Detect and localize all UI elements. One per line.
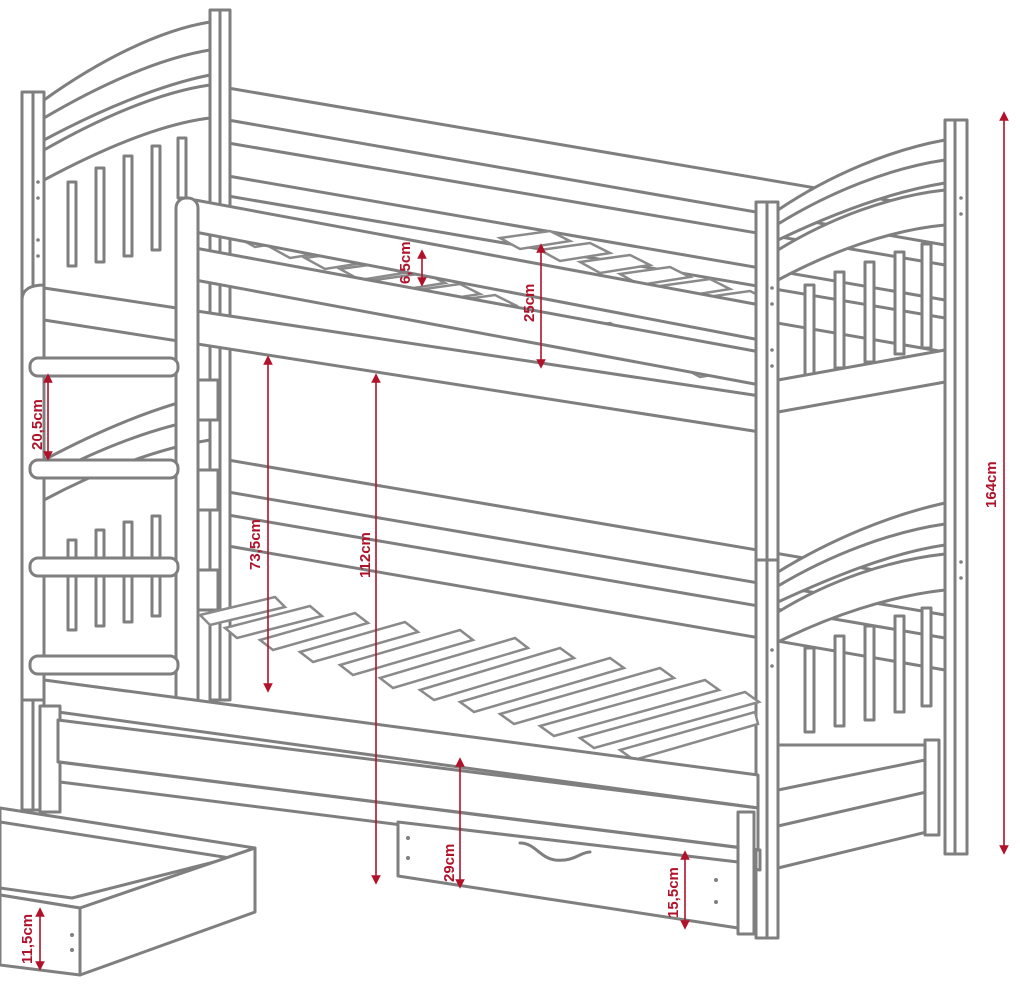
right-lower-headboard [776,501,947,734]
dimension-drawer-front-height: 15,5cm [665,850,690,930]
trundle-drawer [396,810,756,936]
total-height-label: 164cm [983,461,1000,508]
dimension-total-height: 164cm [983,111,1009,855]
dimension-slat-gap: 6,5cm [397,241,427,287]
left-rear-post [208,8,232,702]
upper-front-left-post [20,283,46,702]
rear-right-post [943,118,969,856]
dimension-trundle-height: 29cm [441,757,465,889]
guard-height-label: 25cm [521,284,538,322]
right-upper-headboard [776,138,947,414]
right-front-post [754,196,963,940]
dimension-guard-height: 25cm [521,243,546,369]
dimension-ladder-step: 20,5cm [29,373,53,461]
upper-height-label: 112cm [357,532,374,578]
left-upper-headboard [42,20,212,268]
ladder-step-label: 20,5cm [29,399,46,450]
drawer-front-height-label: 15,5cm [665,867,682,918]
drawer-height-label: 11,5cm [19,914,36,964]
lower-bed-slats [197,595,762,762]
dimension-lower-clearance: 73,5cm [247,355,273,693]
slat-gap-label: 6,5cm [397,241,414,284]
trundle-bed [38,704,941,872]
ladder [28,196,220,730]
trundle-height-label: 29cm [441,844,458,882]
dimension-drawer-height: 11,5cm [19,907,45,971]
lower-clearance-label: 73,5cm [247,519,264,570]
storage-drawer [0,806,257,977]
dimension-upper-height: 112cm [357,373,381,885]
